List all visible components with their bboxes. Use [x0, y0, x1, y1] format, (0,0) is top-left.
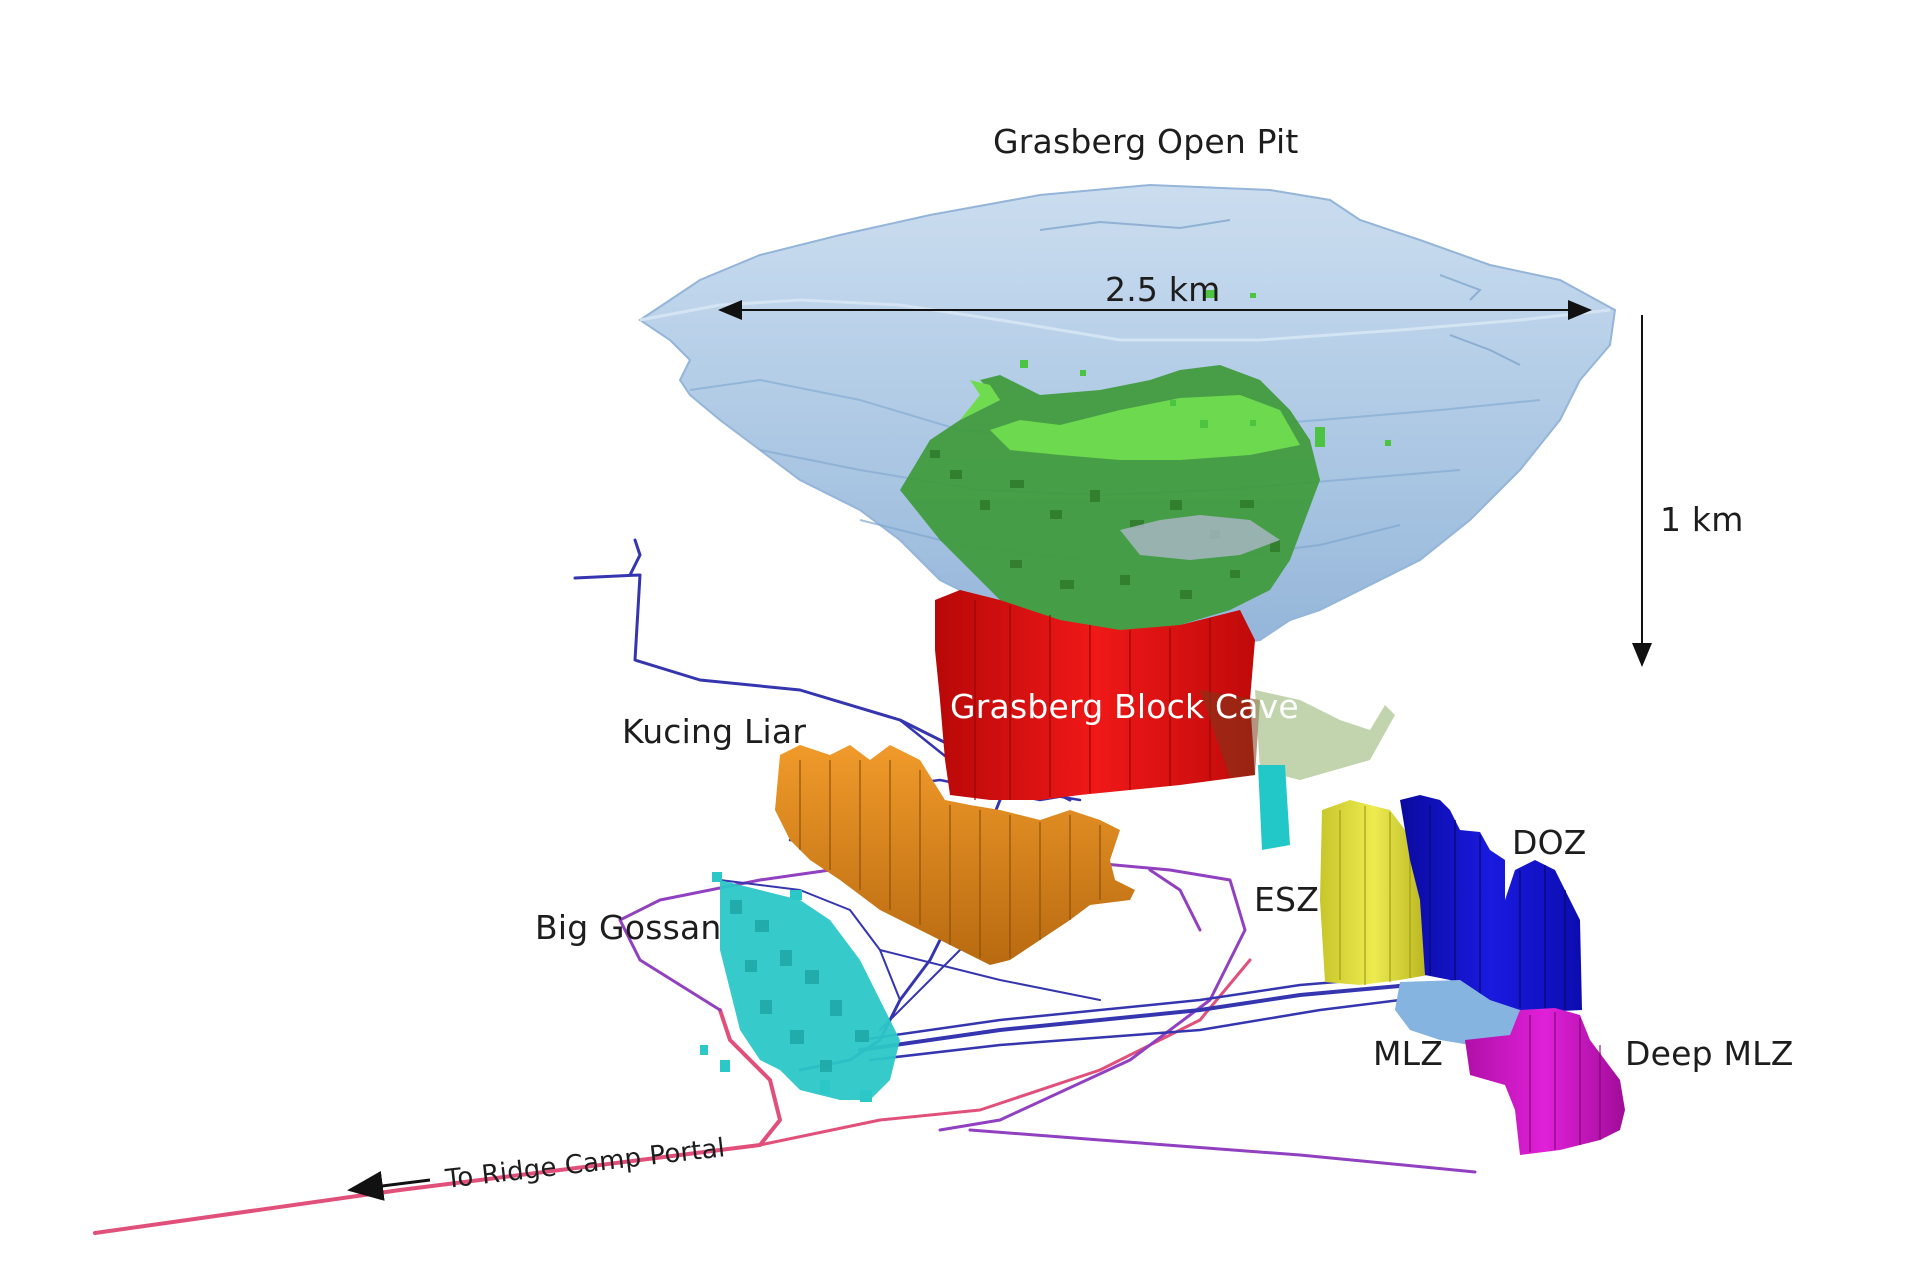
kucing-liar-label: Kucing Liar	[622, 712, 807, 751]
purple-tunnel-right	[1148, 868, 1202, 932]
mlz-orebody	[1395, 980, 1520, 1045]
esz-orebody	[1320, 800, 1428, 985]
depth-dimension-label: 1 km	[1660, 500, 1744, 539]
deep-mlz-label: Deep MLZ	[1625, 1034, 1794, 1073]
grasberg-block-cave	[935, 590, 1260, 800]
deep-mlz-orebody	[1465, 1008, 1625, 1155]
cyan-column	[1258, 765, 1290, 850]
portal-direction-arrow	[347, 1171, 431, 1201]
big-gossan-orebody	[700, 872, 900, 1102]
purple-tunnel-loop	[618, 858, 1247, 1132]
width-dimension-label: 2.5 km	[1105, 270, 1221, 309]
open-pit-orebody	[900, 290, 1391, 635]
translucent-green-wedge	[1255, 690, 1395, 780]
doz-orebody	[1400, 795, 1582, 1012]
purple-tunnel-lower	[968, 1128, 1477, 1174]
mlz-label: MLZ	[1373, 1034, 1444, 1073]
doz-label: DOZ	[1512, 823, 1587, 862]
open-pit-label: Grasberg Open Pit	[993, 122, 1299, 161]
big-gossan-label: Big Gossan	[535, 908, 722, 947]
block-cave-label: Grasberg Block Cave	[950, 687, 1299, 726]
esz-label: ESZ	[1254, 880, 1320, 919]
ridge-camp-tunnel	[93, 1008, 782, 1235]
kucing-liar-orebody	[775, 745, 1135, 965]
